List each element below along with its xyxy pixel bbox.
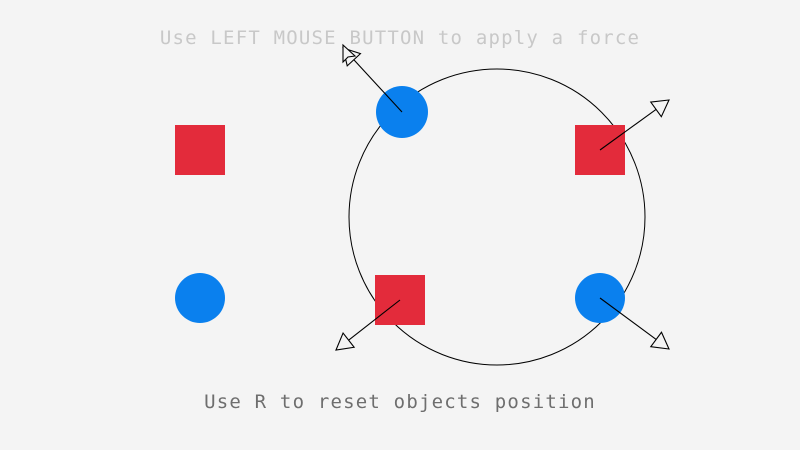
- boundary-circle: [348, 68, 646, 366]
- force-line-circle-top: [353, 59, 403, 113]
- force-vector-circle-bottom-right: [599, 297, 670, 350]
- force-vector-circle-top: [342, 47, 403, 113]
- hint-text-reset-objects: Use R to reset objects position: [204, 391, 596, 413]
- body-square-left[interactable]: [175, 125, 225, 175]
- hint-text-apply-force: Use LEFT MOUSE BUTTON to apply a force: [159, 27, 641, 49]
- mouse-cursor-icon: [342, 43, 357, 64]
- force-arrowhead-square-top-right: [649, 99, 670, 118]
- force-line-square-top-right: [599, 108, 657, 151]
- force-line-square-bottom-middle: [348, 299, 401, 341]
- bodies-group: [175, 86, 625, 325]
- force-arrowhead-square-bottom-middle: [335, 331, 356, 351]
- force-line-circle-bottom-right: [599, 297, 657, 340]
- body-circle-bottom-left[interactable]: [175, 273, 225, 323]
- force-arrowhead-circle-bottom-right: [649, 331, 670, 350]
- force-vector-square-top-right: [599, 99, 670, 151]
- force-vector-square-bottom-middle: [335, 299, 401, 351]
